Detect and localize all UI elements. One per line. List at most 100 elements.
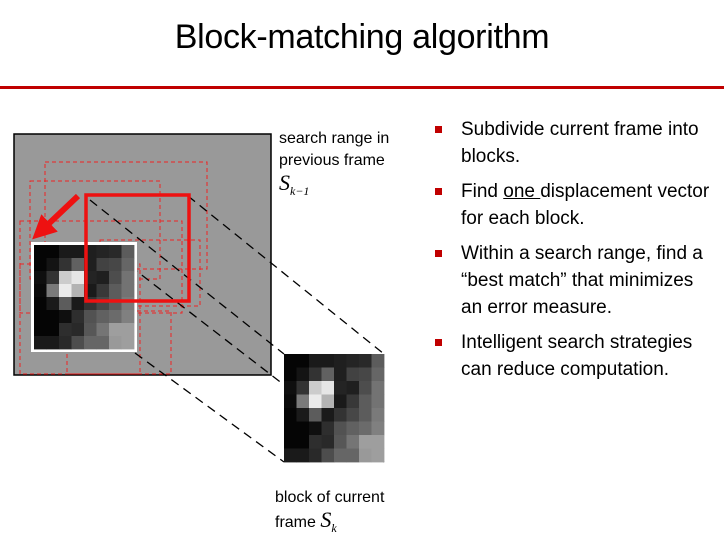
search-caption-line1: search range in [279, 130, 390, 147]
block-pixel [346, 435, 360, 449]
block-pixel [34, 284, 47, 298]
projection-line [129, 265, 385, 463]
block-pixel [334, 354, 347, 368]
block-pixel [359, 394, 372, 409]
block-pixel [46, 284, 60, 298]
block-pixel [334, 394, 347, 409]
block-pixel [34, 258, 47, 272]
block-pixel [284, 367, 297, 382]
block-pixel [109, 258, 122, 272]
search-caption-symbol: Sk−1 [279, 170, 310, 199]
block-pixel [284, 381, 297, 395]
block-pixel [109, 310, 122, 324]
block-pixel [284, 354, 297, 368]
block-pixel [96, 310, 110, 324]
block-pixel [371, 367, 385, 382]
search-range-caption: search range in previous frame Sk−1 [279, 128, 389, 202]
block-pixel [321, 408, 335, 422]
block-pixel [359, 435, 372, 449]
block-pixel [309, 435, 322, 449]
block-matching-diagram [13, 133, 385, 463]
block-pixel [359, 408, 372, 422]
bullet-list: Subdivide current frame into blocks. Fin… [433, 116, 718, 391]
block-pixel [334, 421, 347, 436]
current-block-enlarged [284, 354, 385, 463]
bullet-marker [435, 250, 442, 257]
block-pixel [359, 448, 372, 463]
block-pixel [321, 367, 335, 382]
bullet-item: Within a search range, find a “best matc… [433, 240, 718, 321]
candidate-block [29, 180, 161, 280]
block-pixel [346, 394, 360, 409]
projection-lines [89, 195, 385, 463]
block-pixel [96, 271, 110, 285]
block-pixel [359, 354, 372, 368]
block-pixel [346, 408, 360, 422]
block-pixel [59, 323, 72, 337]
block-pixel [121, 245, 135, 259]
block-pixel [59, 336, 72, 350]
block-caption-line2: frame [275, 514, 316, 531]
block-caption-line2-row: frame Sk [275, 509, 384, 539]
block-pixel [371, 354, 385, 368]
block-pixel [96, 297, 110, 311]
block-pixel [321, 381, 335, 395]
bullet-item: Subdivide current frame into blocks. [433, 116, 718, 170]
block-pixel [309, 381, 322, 395]
block-pixel [334, 367, 347, 382]
block-pixel [109, 297, 122, 311]
block-pixel [334, 381, 347, 395]
block-pixel [46, 245, 60, 259]
block-pixel [34, 271, 47, 285]
block-pixel [309, 367, 322, 382]
block-pixel [321, 435, 335, 449]
block-pixel [296, 435, 310, 449]
search-caption-line2: previous frame [279, 152, 385, 169]
bullet-item: Find one displacement vector for each bl… [433, 178, 718, 232]
block-pixel [59, 245, 72, 259]
block-pixel [296, 367, 310, 382]
projection-line [89, 199, 285, 355]
block-pixel [371, 421, 385, 436]
block-pixel [34, 310, 47, 324]
block-pixel [346, 354, 360, 368]
block-pixel [71, 336, 85, 350]
block-pixel [109, 271, 122, 285]
block-pixel [321, 448, 335, 463]
block-pixel [121, 323, 135, 337]
block-pixel [346, 421, 360, 436]
bullet-marker [435, 126, 442, 133]
block-pixel [71, 284, 85, 298]
bullet-item: Intelligent search strategies can reduce… [433, 329, 718, 383]
block-pixel [309, 354, 322, 368]
block-pixel [371, 381, 385, 395]
block-pixel [59, 284, 72, 298]
block-pixel [84, 310, 97, 324]
block-pixel [284, 448, 297, 463]
block-pixel [284, 394, 297, 409]
block-pixel [71, 258, 85, 272]
block-pixel [296, 448, 310, 463]
block-pixel [96, 284, 110, 298]
block-pixel [121, 310, 135, 324]
block-pixel [121, 336, 135, 350]
block-pixel [34, 245, 47, 259]
block-pixel [321, 421, 335, 436]
block-pixel [109, 336, 122, 350]
matched-block-small [31, 242, 137, 352]
block-pixel [296, 408, 310, 422]
block-pixel [346, 381, 360, 395]
block-pixel [46, 271, 60, 285]
block-pixel [284, 421, 297, 436]
block-pixel [359, 367, 372, 382]
block-pixel [296, 354, 310, 368]
displacement-vector-arrow [32, 193, 81, 240]
block-caption-symbol: Sk [320, 507, 337, 536]
block-pixel [296, 394, 310, 409]
block-pixel [59, 310, 72, 324]
block-pixel [96, 336, 110, 350]
candidate-block [99, 239, 201, 307]
block-pixel [359, 381, 372, 395]
block-pixel [71, 245, 85, 259]
block-pixel [34, 323, 47, 337]
